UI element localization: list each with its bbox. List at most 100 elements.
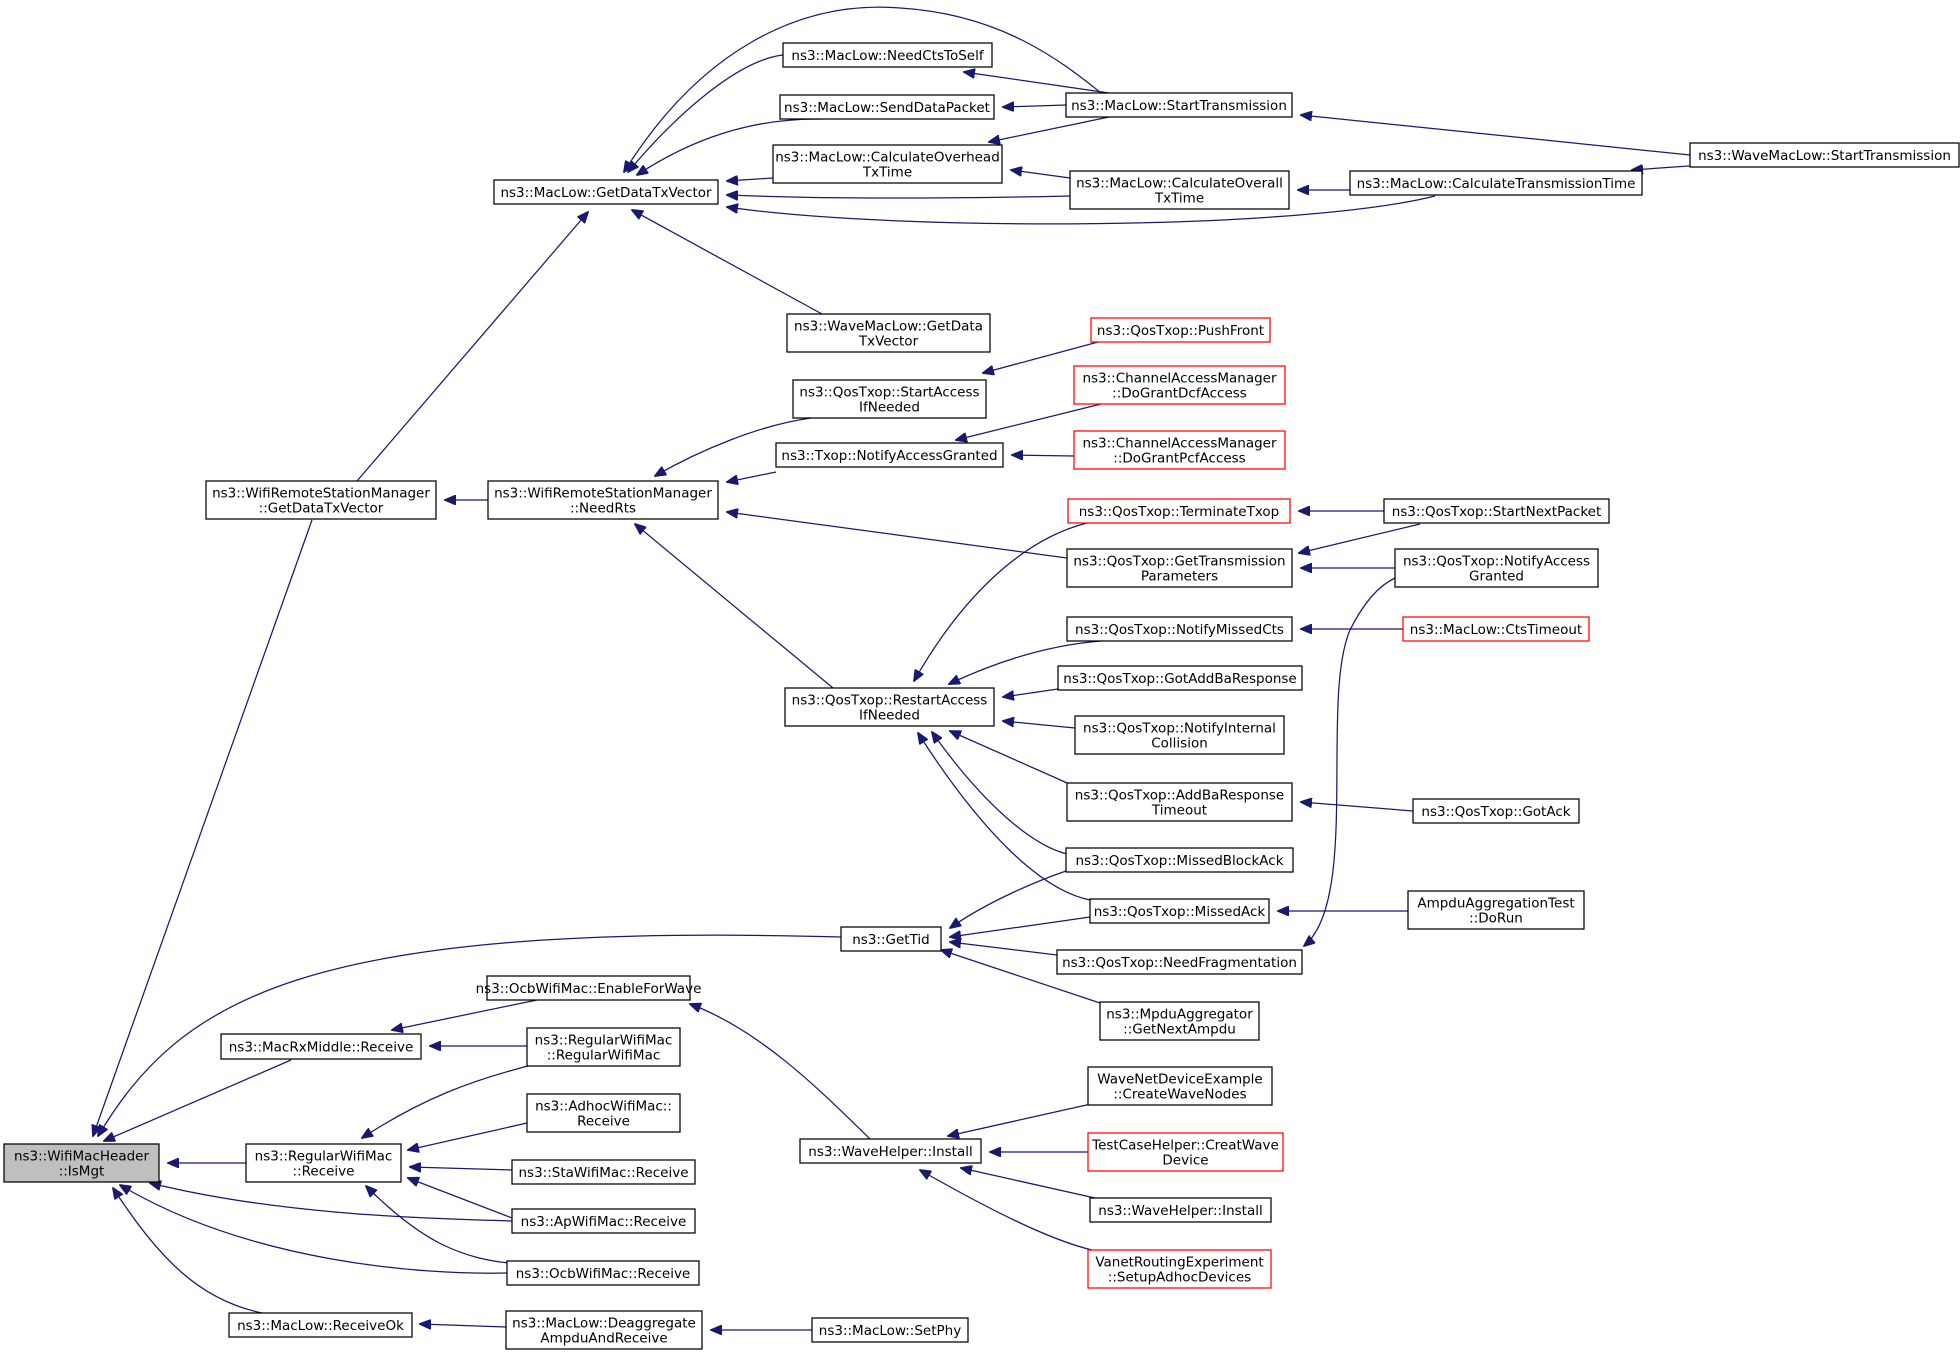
node-box xyxy=(493,179,719,205)
edge-needCtsToSelf-macLowStartTransmission xyxy=(964,72,1110,94)
node-macLowSetPhy[interactable]: ns3::MacLow::SetPhy xyxy=(811,1317,969,1343)
node-waveNetDeviceExample[interactable]: WaveNetDeviceExample::CreateWaveNodes xyxy=(1087,1066,1273,1106)
node-ocbReceive[interactable]: ns3::OcbWifiMac::Receive xyxy=(506,1260,700,1286)
node-label: ns3::WifiMacHeader xyxy=(14,1149,150,1165)
node-box xyxy=(1383,498,1610,524)
node-box xyxy=(1057,665,1303,691)
node-label: ns3::MacLow::CtsTimeout xyxy=(1410,622,1582,638)
node-macLowStartTransmission[interactable]: ns3::MacLow::StartTransmission xyxy=(1065,92,1293,118)
node-wrsmNeedRts[interactable]: ns3::WifiRemoteStationManager::NeedRts xyxy=(487,480,719,520)
node-apReceive[interactable]: ns3::ApWifiMac::Receive xyxy=(511,1208,696,1234)
node-qosMissedAck[interactable]: ns3::QosTxop::MissedAck xyxy=(1089,898,1270,924)
node-label: ns3::ChannelAccessManager xyxy=(1082,436,1277,452)
node-waveMacLowStartTransmission[interactable]: ns3::WaveMacLow::StartTransmission xyxy=(1689,142,1960,168)
edge-layer xyxy=(93,6,1733,1330)
node-waveMacLowGetDataTxVector[interactable]: ns3::WaveMacLow::GetDataTxVector xyxy=(786,313,991,353)
node-box xyxy=(505,1310,703,1350)
node-label: VanetRoutingExperiment xyxy=(1095,1255,1263,1271)
node-qosNeedFragmentation[interactable]: ns3::QosTxop::NeedFragmentation xyxy=(1056,949,1303,975)
node-box xyxy=(228,1312,413,1338)
edge-wrsmNeedRts-txopNotifyAccessGranted xyxy=(727,471,777,482)
node-qosGotAck[interactable]: ns3::QosTxop::GotAck xyxy=(1412,798,1580,824)
node-qosStartNextPacket[interactable]: ns3::QosTxop::StartNextPacket xyxy=(1383,498,1610,524)
node-label: Timeout xyxy=(1151,803,1207,819)
node-macLowReceiveOk[interactable]: ns3::MacLow::ReceiveOk xyxy=(228,1312,413,1338)
node-label: ns3::MacLow::CalculateOverhead xyxy=(775,150,1000,166)
edge-qosRestartAccessIfNeeded-qosNotifyMissedCts xyxy=(949,640,1102,684)
node-box xyxy=(1066,782,1293,822)
node-label: ::Receive xyxy=(293,1164,355,1180)
node-qosTerminateTxop[interactable]: ns3::QosTxop::TerminateTxop xyxy=(1067,498,1291,524)
node-box xyxy=(1087,1066,1273,1106)
edge-regularWifiMacReceive-apReceive xyxy=(408,1178,513,1219)
node-getTid[interactable]: ns3::GetTid xyxy=(840,926,942,952)
node-label: TxTime xyxy=(1154,191,1204,207)
node-label: ns3::ApWifiMac::Receive xyxy=(521,1214,687,1230)
node-staReceive[interactable]: ns3::StaWifiMac::Receive xyxy=(511,1159,696,1185)
node-label: ns3::MacLow::CalculateOverall xyxy=(1076,176,1283,192)
node-qosPushFront[interactable]: ns3::QosTxop::PushFront xyxy=(1090,317,1271,343)
node-needCtsToSelf[interactable]: ns3::MacLow::NeedCtsToSelf xyxy=(782,42,993,68)
node-wrsmGetDataTxVector[interactable]: ns3::WifiRemoteStationManager::GetDataTx… xyxy=(205,480,437,520)
node-box xyxy=(1087,1132,1284,1172)
node-calcTransmissionTime[interactable]: ns3::MacLow::CalculateTransmissionTime xyxy=(1349,170,1643,196)
edge-qosGetTransmissionParameters-qosStartNextPacket xyxy=(1299,523,1421,553)
node-box xyxy=(526,1093,681,1133)
node-waveHelperInstall2[interactable]: ns3::WaveHelper::Install xyxy=(1089,1197,1272,1223)
node-label: ns3::MpduAggregator xyxy=(1106,1007,1253,1023)
node-qosNotifyAccessGranted[interactable]: ns3::QosTxop::NotifyAccessGranted xyxy=(1394,548,1599,588)
node-label: AmpduAggregationTest xyxy=(1417,896,1574,912)
node-label: WaveNetDeviceExample xyxy=(1097,1072,1263,1088)
edge-ocbEnableForWave-waveHelperInstall xyxy=(690,1004,871,1140)
edge-macLowGetDataTxVector-calcOverallTxTime xyxy=(727,195,1071,198)
node-box xyxy=(799,1138,982,1164)
node-adhocReceive[interactable]: ns3::AdhocWifiMac::Receive xyxy=(526,1093,681,1133)
node-macLowGetDataTxVector[interactable]: ns3::MacLow::GetDataTxVector xyxy=(493,179,719,205)
edge-qosStartAccessIfNeeded-qosPushFront xyxy=(983,341,1099,373)
node-label: ns3::ChannelAccessManager xyxy=(1082,371,1277,387)
node-camDoGrantPcf[interactable]: ns3::ChannelAccessManager::DoGrantPcfAcc… xyxy=(1073,430,1286,470)
edge-macLowStartTransmission-waveMacLowStartTransmission xyxy=(1301,115,1691,156)
edge-macLowReceiveOk-deaggregate xyxy=(420,1324,507,1327)
node-label: Collision xyxy=(1151,736,1208,752)
node-qosMissedBlockAck[interactable]: ns3::QosTxop::MissedBlockAck xyxy=(1065,847,1294,873)
node-qosNotifyMissedCts[interactable]: ns3::QosTxop::NotifyMissedCts xyxy=(1066,616,1293,642)
node-ocbEnableForWave[interactable]: ns3::OcbWifiMac::EnableForWave xyxy=(476,975,702,1001)
node-box xyxy=(1407,890,1585,930)
node-camDoGrantDcf[interactable]: ns3::ChannelAccessManager::DoGrantDcfAcc… xyxy=(1073,365,1286,405)
node-label: TestCaseHelper::CreatWave xyxy=(1091,1138,1279,1154)
edge-macLowGetDataTxVector-calcTransmissionTime xyxy=(727,195,1436,225)
node-mpduAggregatorGetNextAmpdu[interactable]: ns3::MpduAggregator::GetNextAmpdu xyxy=(1099,1001,1260,1041)
node-label: ns3::MacLow::Deaggregate xyxy=(512,1316,696,1332)
node-txopNotifyAccessGranted[interactable]: ns3::Txop::NotifyAccessGranted xyxy=(775,442,1004,468)
node-ampduAggregationTest[interactable]: AmpduAggregationTest::DoRun xyxy=(1407,890,1585,930)
node-macLowCtsTimeout[interactable]: ns3::MacLow::CtsTimeout xyxy=(1402,616,1590,642)
node-isMgt[interactable]: ns3::WifiMacHeader::IsMgt xyxy=(3,1143,160,1183)
node-qosGotAddBaResponse[interactable]: ns3::QosTxop::GotAddBaResponse xyxy=(1057,665,1303,691)
node-label: ::IsMgt xyxy=(59,1164,105,1180)
edge-macLowGetDataTxVector-macLowStartTransmission xyxy=(624,6,1102,172)
node-box xyxy=(811,1317,969,1343)
edge-regularWifiMacReceive-ocbReceive xyxy=(366,1186,521,1265)
node-label: TxTime xyxy=(862,165,912,181)
node-box xyxy=(1067,498,1291,524)
node-label: ::CreateWaveNodes xyxy=(1113,1087,1246,1103)
node-label: ns3::MacLow::CalculateTransmissionTime xyxy=(1357,176,1636,192)
node-waveHelperInstall[interactable]: ns3::WaveHelper::Install xyxy=(799,1138,982,1164)
node-macRxMiddleReceive[interactable]: ns3::MacRxMiddle::Receive xyxy=(220,1033,422,1060)
node-regularWifiMacCtor[interactable]: ns3::RegularWifiMac::RegularWifiMac xyxy=(526,1027,681,1067)
node-vanetRouting[interactable]: VanetRoutingExperiment::SetupAdhocDevice… xyxy=(1087,1249,1272,1289)
node-box xyxy=(792,379,987,419)
node-regularWifiMacReceive[interactable]: ns3::RegularWifiMac::Receive xyxy=(245,1143,402,1183)
edge-sendDataPacket-macLowStartTransmission xyxy=(1003,105,1067,107)
node-sendDataPacket[interactable]: ns3::MacLow::SendDataPacket xyxy=(779,94,995,120)
